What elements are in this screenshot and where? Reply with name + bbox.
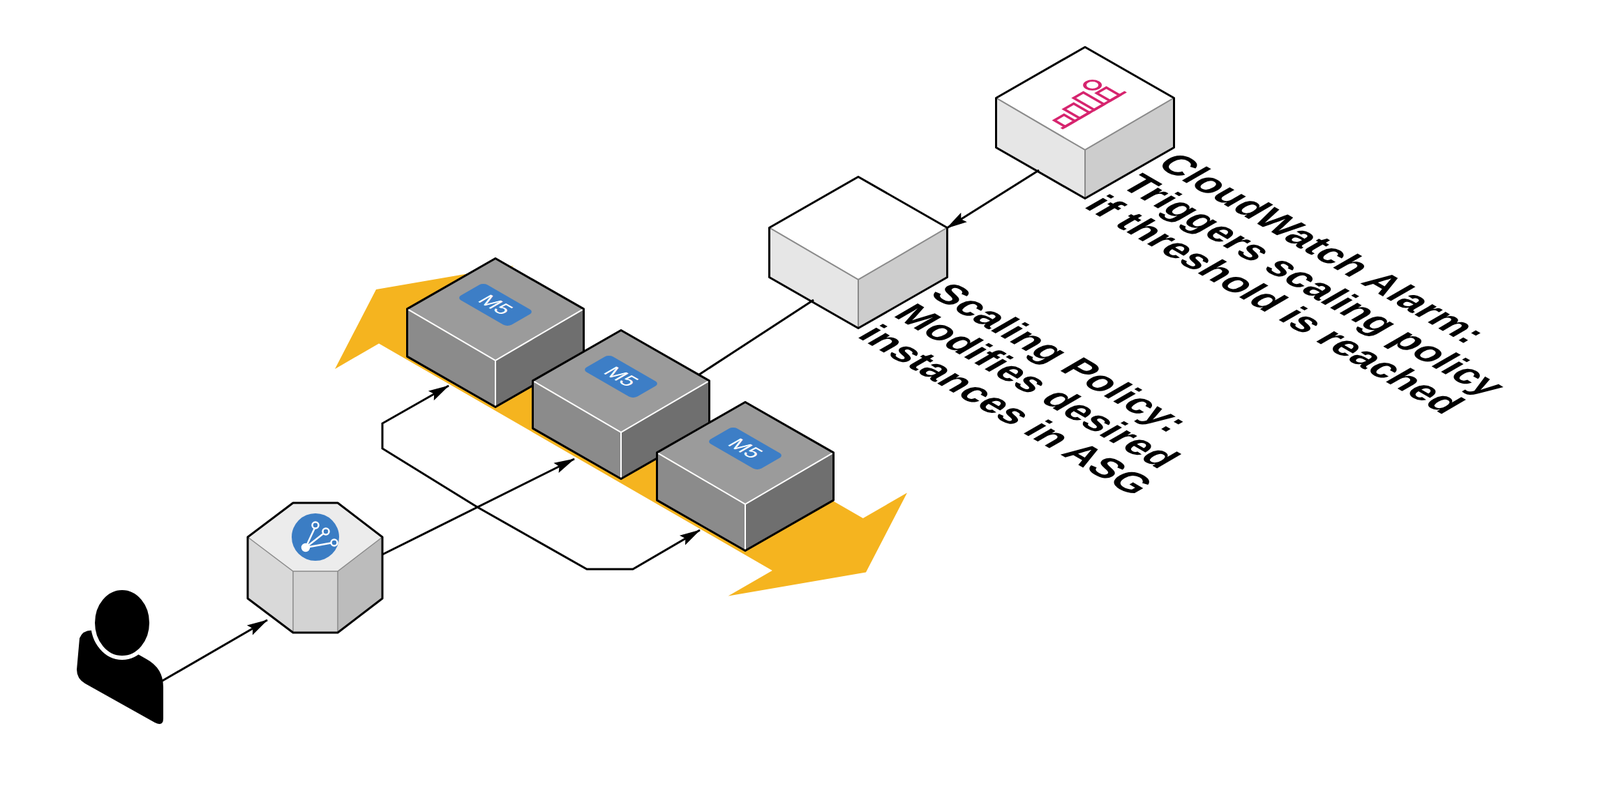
icon-stroke	[1096, 87, 1120, 102]
route-line	[382, 385, 478, 508]
lb-icon-symbol	[302, 522, 338, 552]
callout-label: CloudWatch Alarm: Triggers scaling polic…	[1075, 147, 1563, 430]
icon-stroke	[1081, 78, 1104, 92]
box-top-face	[531, 329, 711, 433]
box-top-face	[406, 257, 585, 361]
scaling-policy-box: Scaling Policy: Modifies desired instanc…	[768, 175, 949, 330]
request-arrow	[161, 620, 268, 682]
icon-stroke	[1054, 115, 1075, 127]
lb-inner-edges	[247, 537, 383, 633]
user-head	[92, 588, 152, 659]
lb-icon-circle	[291, 513, 340, 562]
cloudwatch-alarm-box: CloudWatch Alarm: Triggers scaling polic…	[995, 46, 1176, 200]
connector	[699, 300, 814, 375]
lb-left-face	[247, 537, 294, 633]
user-icon	[76, 588, 164, 725]
box-inner-edges	[657, 452, 834, 552]
connector	[946, 170, 1039, 229]
lb-front-face	[293, 571, 338, 633]
box-outline	[657, 402, 834, 552]
box-top-face	[768, 175, 949, 280]
box-top-face	[655, 401, 835, 505]
lb-right-face	[337, 537, 383, 633]
box-shape	[655, 401, 835, 552]
route-line	[477, 507, 700, 570]
load-balancer	[247, 503, 383, 633]
load-balancer-routes	[382, 385, 700, 570]
user-body	[76, 630, 164, 725]
box-top-face	[995, 46, 1176, 151]
callout-label: Scaling Policy: Modifies desired instanc…	[849, 277, 1297, 536]
lb-top-face	[247, 503, 383, 572]
lb-outline	[247, 503, 383, 633]
ec2-instance-box: M5	[655, 401, 835, 552]
route-line	[382, 459, 575, 555]
